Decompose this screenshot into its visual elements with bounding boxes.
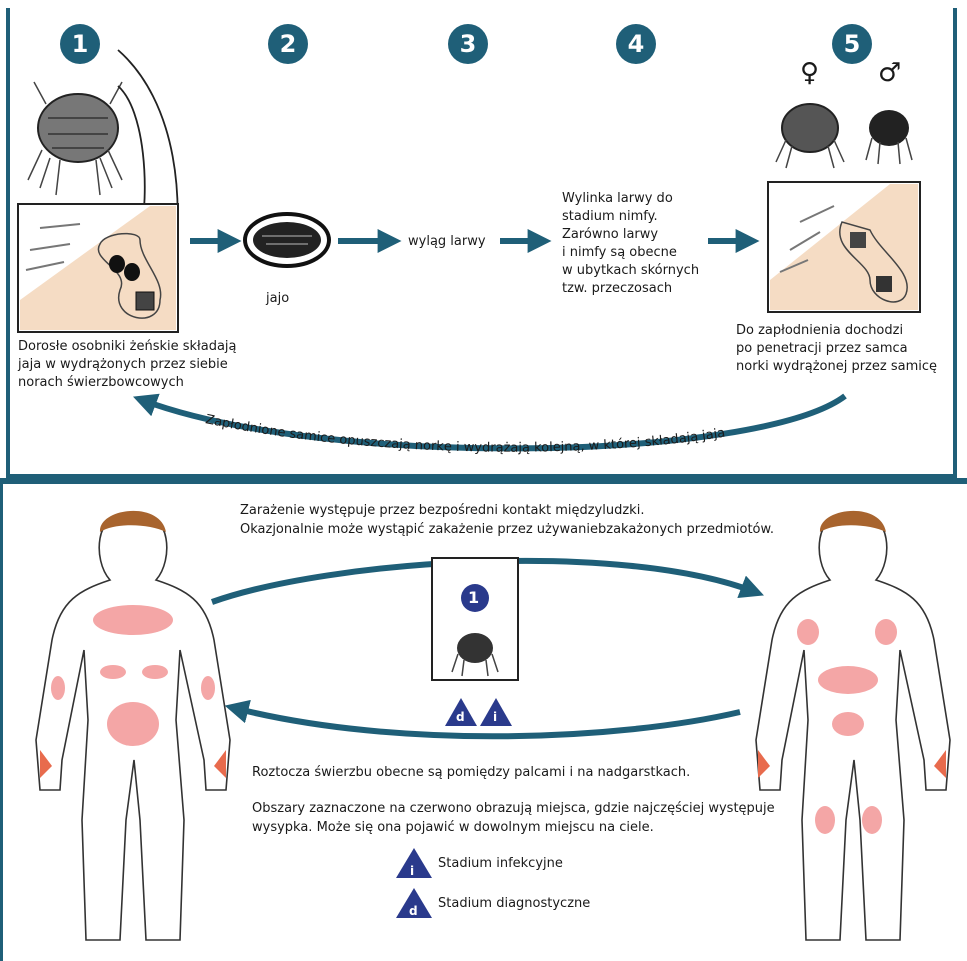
male-line-2: po penetracji przez samca (736, 340, 908, 358)
legend-infective-label: Stadium infekcyjne (438, 855, 563, 873)
female-line-3: norach świerzbowcowych (18, 374, 184, 392)
center-badge-i-letter: i (493, 708, 497, 726)
burrow-box-5 (768, 182, 920, 312)
male-line-3: norki wydrążonej przez samicę (736, 358, 937, 376)
male-line-1: Do zapłodnienia dochodzi (736, 322, 903, 340)
egg-label: jajo (266, 290, 289, 308)
male-symbol: ♂ (878, 64, 901, 82)
nymph-line-1: Wylinka larwy do (562, 190, 673, 208)
rash-note-line-2: wysypka. Może się ona pojawić w dowolnym… (252, 819, 654, 837)
legend-infective-letter: i (410, 862, 414, 880)
nymph-line-3: Zarówno larwy (562, 226, 658, 244)
female-mite-icon (28, 82, 122, 195)
legend-diagnostic-letter: d (409, 902, 418, 920)
center-badge-d-letter: d (456, 708, 465, 726)
center-card-number: 1 (468, 589, 479, 607)
female-line-1: Dorosłe osobniki żeńskie składają (18, 338, 237, 356)
mites-note: Roztocza świerzbu obecne są pomiędzy pal… (252, 764, 690, 782)
legend-diagnostic-label: Stadium diagnostyczne (438, 895, 590, 913)
female-adult-icon (776, 104, 844, 168)
nymph-line-6: tzw. przeczosach (562, 280, 672, 298)
human-back-view (36, 511, 230, 940)
nymph-line-4: i nimfy są obecne (562, 244, 677, 262)
nymph-line-2: stadium nimfy. (562, 208, 658, 226)
rash-note-line-1: Obszary zaznaczone na czerwono obrazują … (252, 800, 775, 818)
infective-stage-card (432, 558, 518, 680)
transmission-line-2: Okazjonalnie może wystąpić zakażenie prz… (240, 521, 774, 539)
female-line-2: jaja w wydrążonych przez siebie (18, 356, 228, 374)
human-front-view (756, 511, 950, 940)
egg-icon (245, 214, 329, 266)
larva-label: wyląg larwy (408, 233, 486, 251)
nymph-line-5: w ubytkach skórnych (562, 262, 699, 280)
transmission-line-1: Zarażenie występuje przez bezpośredni ko… (240, 502, 644, 520)
female-symbol: ♀ (800, 64, 819, 82)
male-adult-icon (866, 110, 912, 164)
return-arrow-label: Zapłodnione samice opuszczają norkę i wy… (204, 412, 726, 455)
burrow-box-1 (18, 204, 178, 332)
